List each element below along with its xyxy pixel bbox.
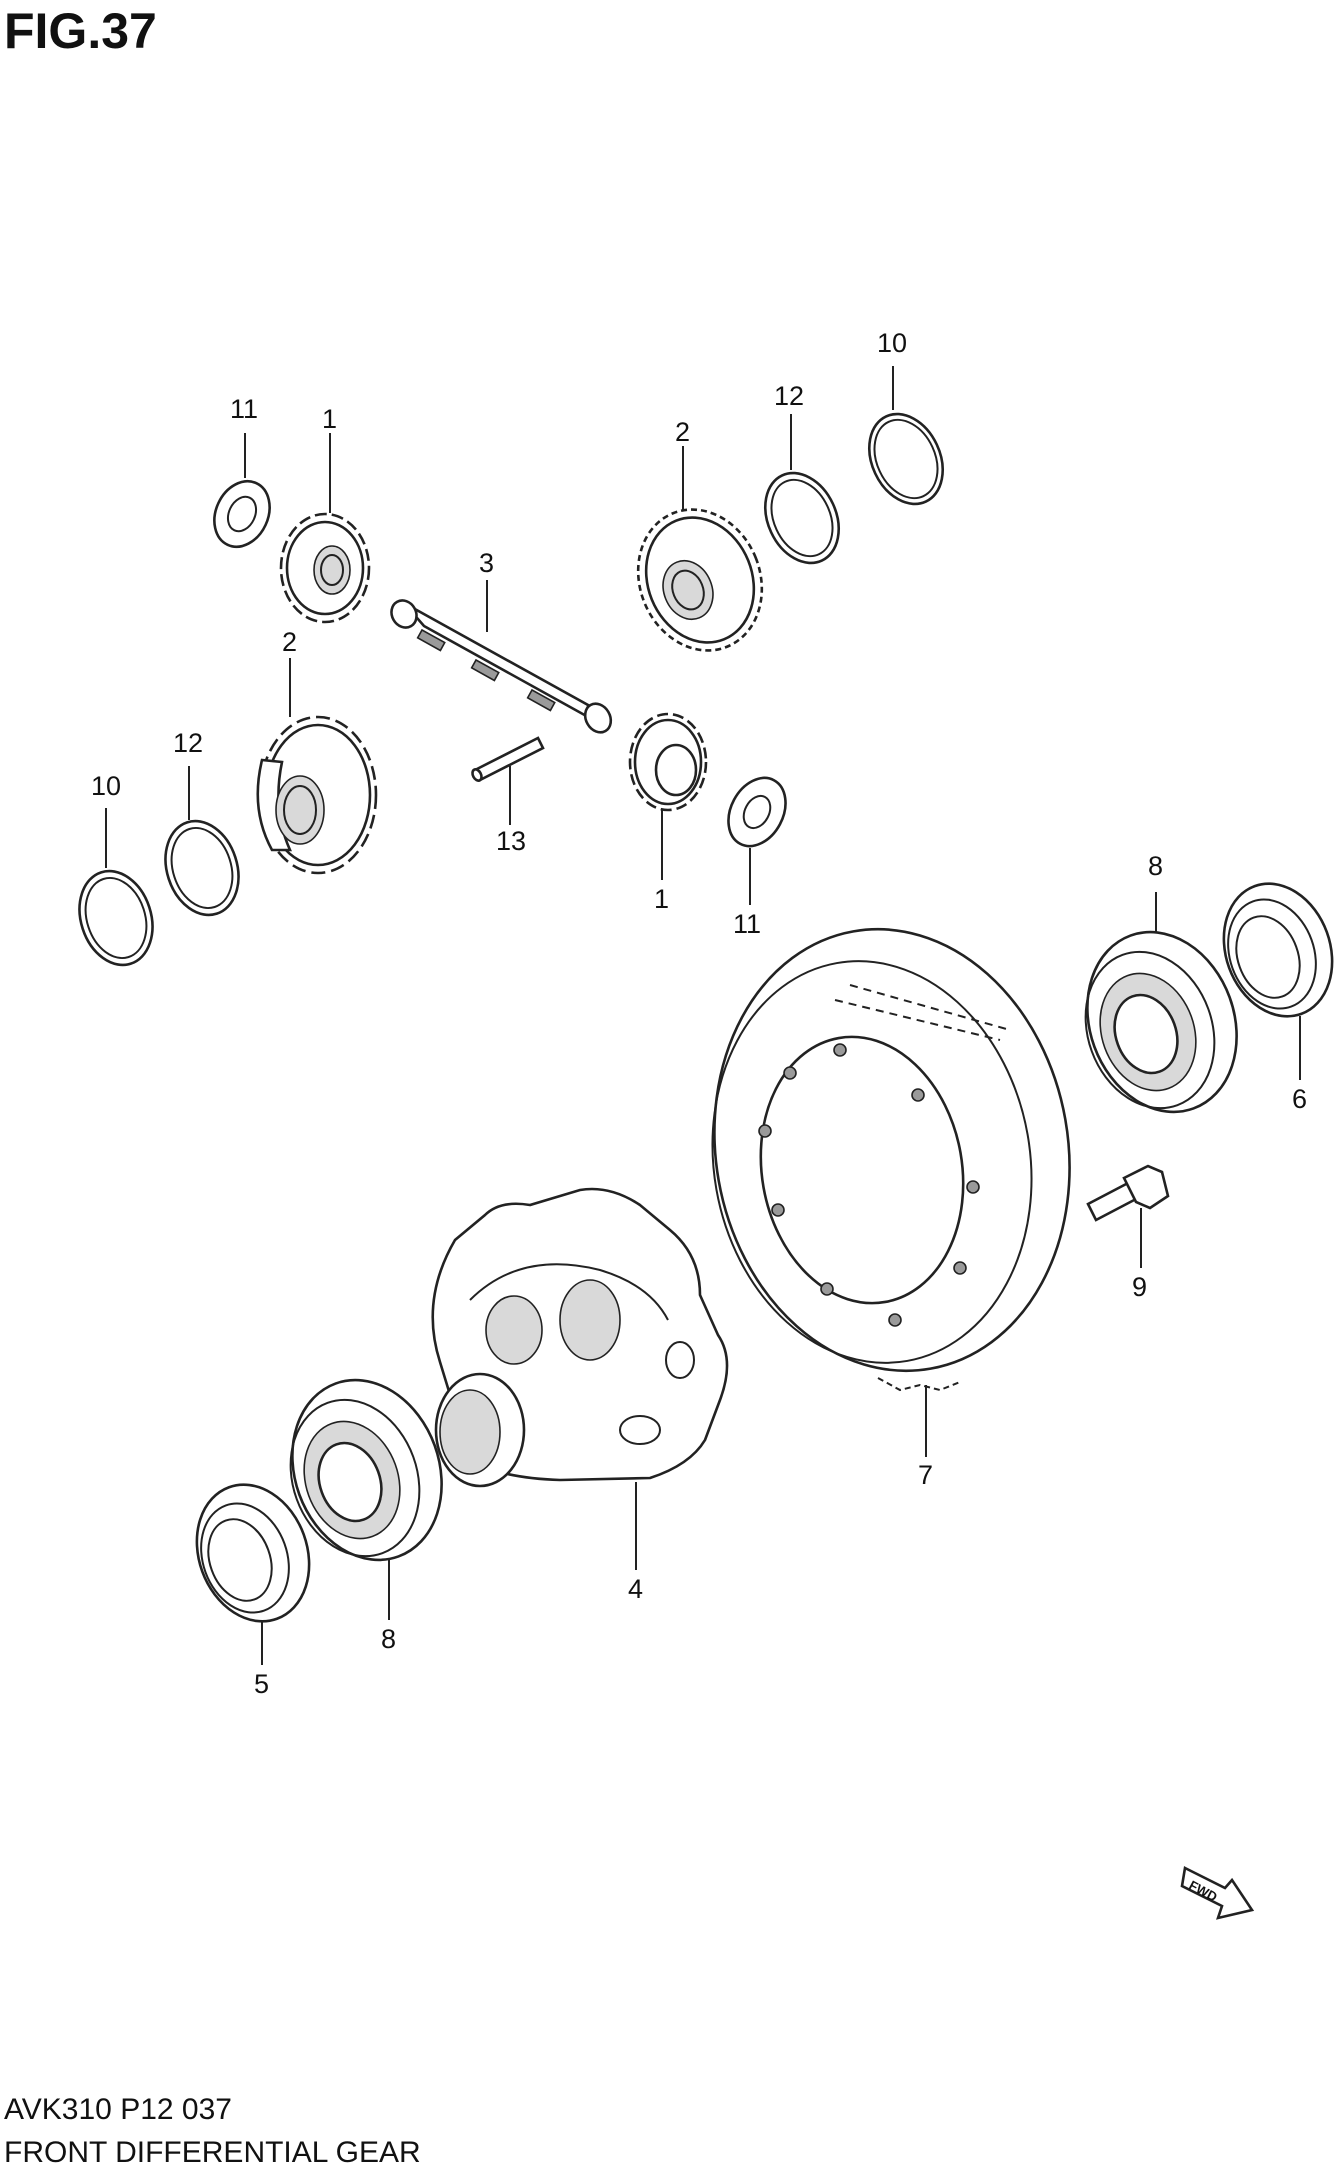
fwd-direction-arrow: FWD [1180, 1866, 1255, 1920]
part-12-side-gear-washer-right [764, 471, 840, 565]
callout-10-upper: 10 [877, 328, 907, 358]
callout-2-lower: 2 [282, 627, 297, 657]
callout-1-lower: 1 [654, 884, 669, 914]
part-10-shim-left [78, 869, 154, 967]
callout-12-upper: 12 [774, 381, 804, 411]
part-1-pinion-gear-upper [279, 512, 371, 624]
part-1-pinion-gear-lower [628, 712, 708, 812]
part-10-shim-right [868, 412, 944, 506]
callout-12-lower: 12 [173, 728, 203, 758]
diagram-caption: FRONT DIFFERENTIAL GEAR [4, 2136, 421, 2169]
diagram-code: AVK310 P12 037 [4, 2093, 232, 2126]
callout-8-upper: 8 [1148, 851, 1163, 881]
part-3-pinion-shaft [390, 599, 613, 734]
part-11-thrust-washer-right [727, 776, 787, 848]
part-2-side-gear-lower [256, 715, 378, 875]
callout-8-lower: 8 [381, 1624, 396, 1654]
callout-4: 4 [628, 1574, 643, 1604]
callout-11-upper: 11 [230, 394, 258, 424]
callout-5: 5 [254, 1669, 269, 1699]
leader-lines [105, 366, 1301, 1665]
part-9-ring-gear-bolt [1086, 1164, 1170, 1222]
part-5-oil-seal-left [195, 1483, 311, 1623]
callout-7: 7 [918, 1460, 933, 1490]
callout-10-lower: 10 [91, 771, 121, 801]
figure-title: FIG.37 [4, 3, 157, 59]
callout-2-upper: 2 [675, 417, 690, 447]
part-11-thrust-washer-left [213, 479, 271, 549]
callout-numbers: 11 1 2 12 10 3 2 12 10 13 1 11 8 6 9 7 4… [91, 328, 1307, 1699]
callout-11-lower: 11 [733, 909, 761, 939]
part-8-bearing-right [1084, 930, 1238, 1114]
callout-1-upper: 1 [322, 404, 337, 434]
callout-3: 3 [479, 548, 494, 578]
part-6-oil-seal-right [1222, 882, 1334, 1018]
callout-9: 9 [1132, 1272, 1147, 1302]
part-2-side-gear-upper [636, 508, 764, 652]
callout-13: 13 [496, 826, 526, 856]
part-12-side-gear-washer-left [164, 819, 240, 917]
callout-6: 6 [1292, 1084, 1307, 1114]
part-7-final-driven-ring-gear [711, 927, 1071, 1392]
part-8-bearing-left [289, 1378, 443, 1562]
part-13-lock-pin [471, 736, 545, 782]
part-4-differential-case [431, 1187, 729, 1488]
